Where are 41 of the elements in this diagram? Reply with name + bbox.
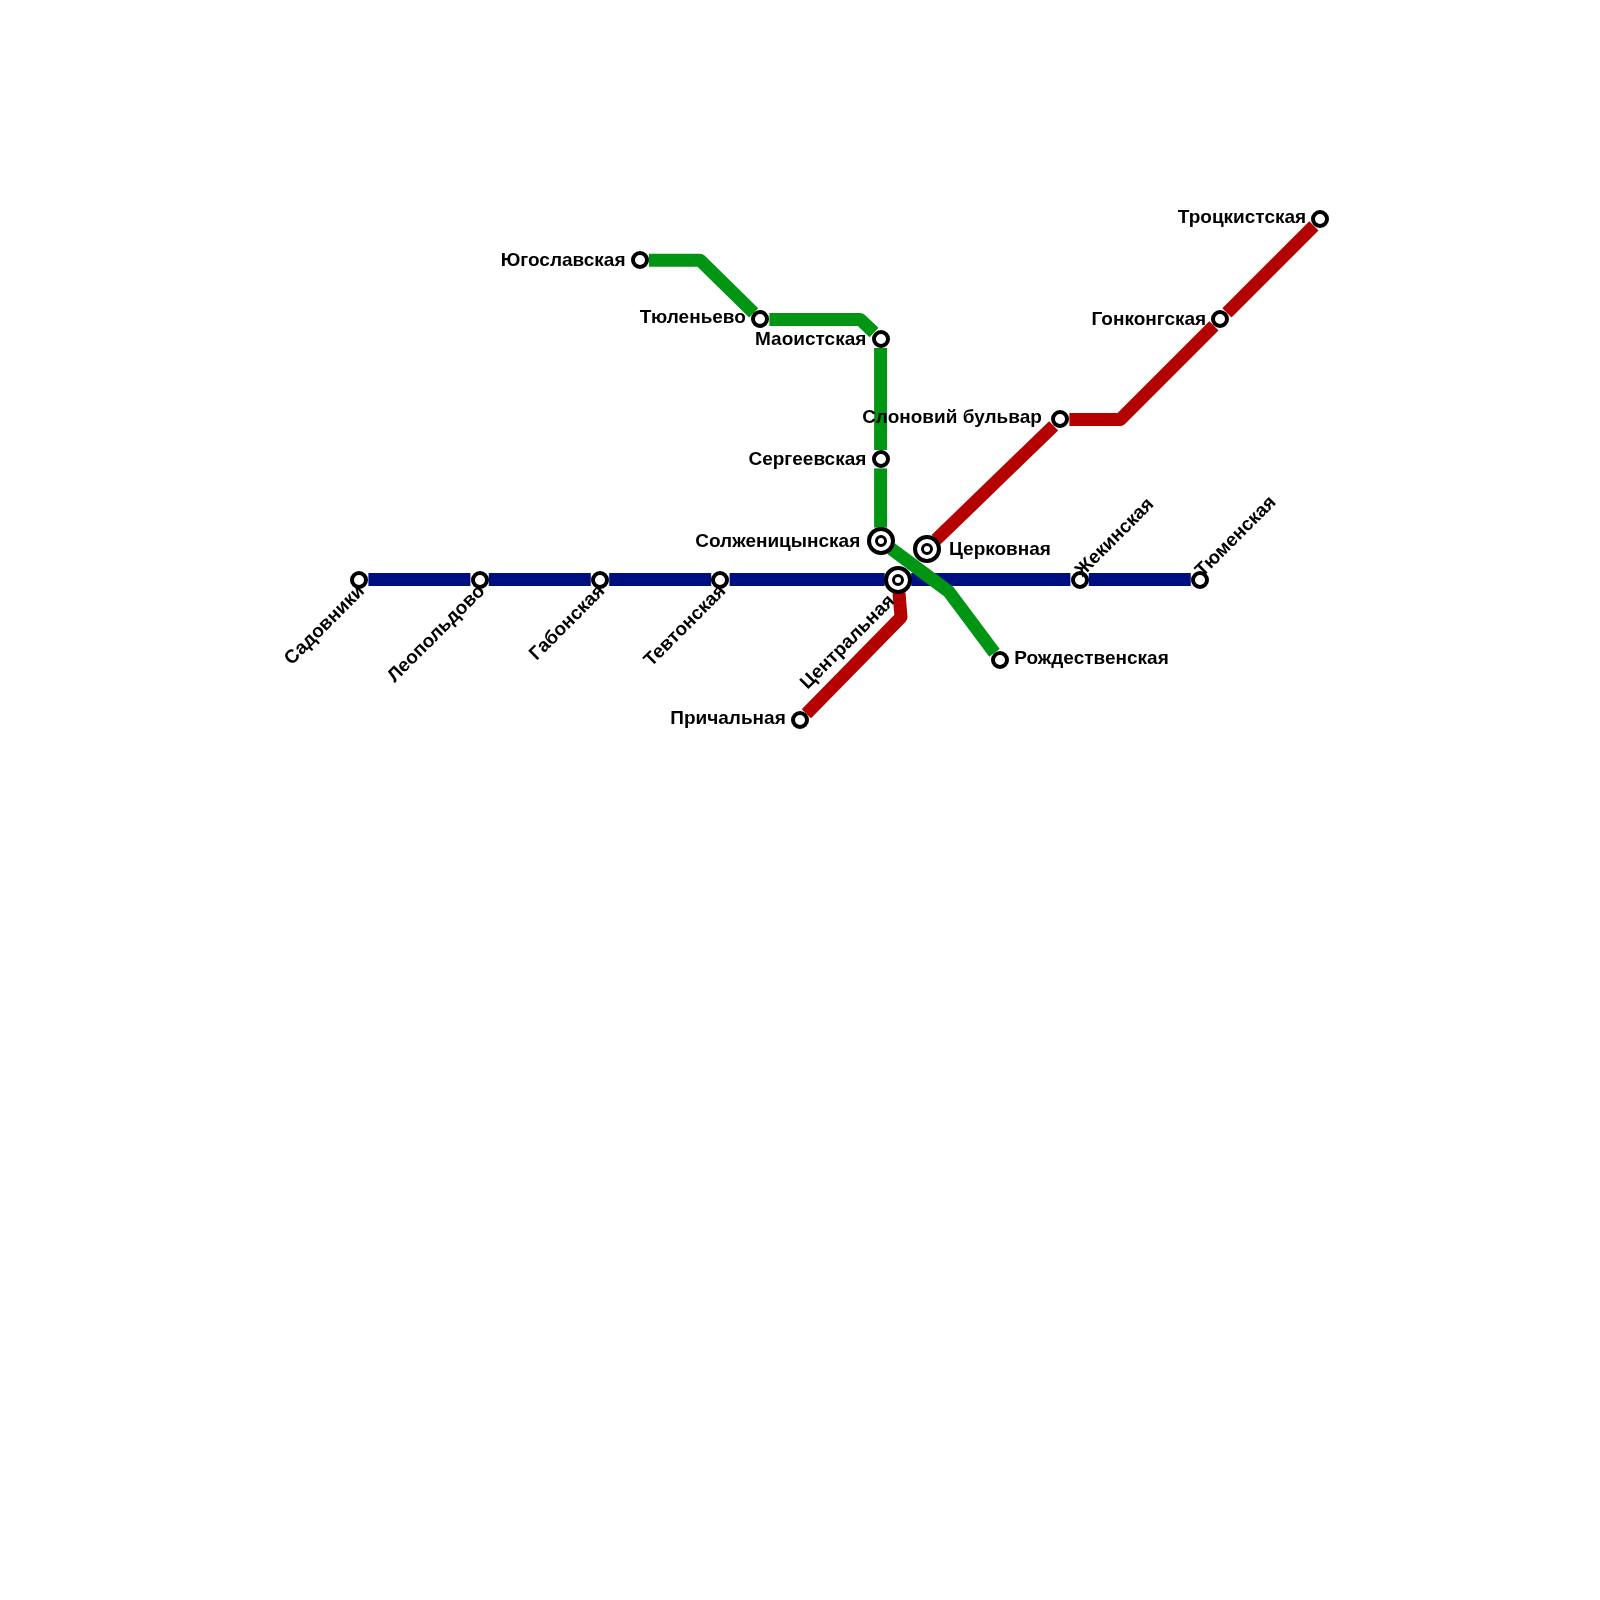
metro-line xyxy=(931,421,1059,545)
station-marker xyxy=(1311,210,1330,229)
station-label: Маоистская xyxy=(755,327,867,350)
station-label: Тюленьево xyxy=(639,306,746,329)
interchange-station xyxy=(883,565,912,594)
station-marker xyxy=(350,570,369,589)
metro-line xyxy=(801,592,908,719)
station-marker xyxy=(791,711,809,730)
station-label: Солженицынская xyxy=(695,529,861,552)
station-marker xyxy=(991,651,1009,670)
metro-line xyxy=(368,573,471,587)
metro-line xyxy=(649,253,759,318)
interchange-station xyxy=(912,534,941,563)
station-label: Сергеевская xyxy=(748,448,867,471)
station-marker xyxy=(871,329,890,348)
station-label: Причальная xyxy=(670,707,786,730)
station-marker xyxy=(470,570,489,589)
station-label: Рождественская xyxy=(1014,647,1169,670)
station-label: Церковная xyxy=(948,537,1051,560)
metro-line xyxy=(887,543,1000,657)
station-marker xyxy=(1051,410,1070,429)
metro-line xyxy=(1222,221,1319,318)
metro-line xyxy=(1069,321,1219,426)
interchange-station xyxy=(866,526,895,555)
station-marker xyxy=(591,570,609,589)
station-marker xyxy=(1211,310,1230,329)
station-marker xyxy=(630,251,649,270)
station-marker xyxy=(751,310,770,329)
station-label: Гонконгская xyxy=(1091,308,1207,331)
station-marker xyxy=(711,570,730,589)
metro-line xyxy=(488,573,591,587)
station-label: Югославская xyxy=(500,249,626,272)
station-label: Троцкистская xyxy=(1177,206,1307,229)
station-marker xyxy=(871,450,890,469)
metro-line xyxy=(609,573,712,587)
metro-line xyxy=(874,348,888,450)
metro-line xyxy=(874,468,888,528)
metro-line xyxy=(769,312,879,338)
metro-line xyxy=(911,573,1071,587)
metro-line xyxy=(729,573,885,587)
metro-line xyxy=(1088,573,1191,587)
